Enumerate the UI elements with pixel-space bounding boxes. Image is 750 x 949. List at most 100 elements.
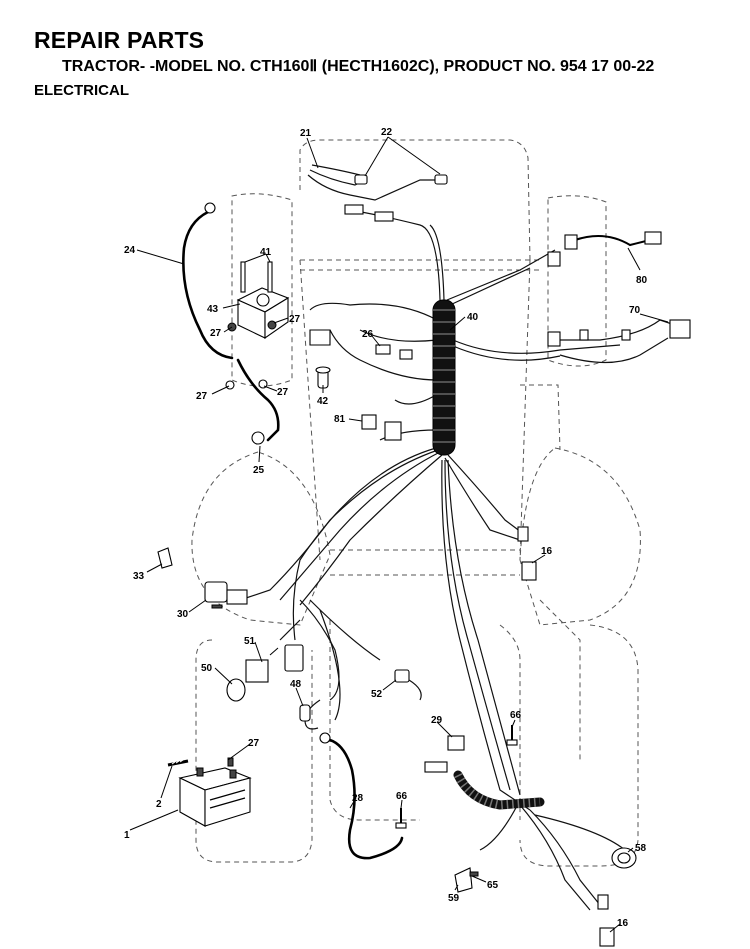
fuse-48 [299, 699, 321, 730]
engine-right-outline [499, 624, 521, 820]
callout-48: 48 [290, 679, 302, 690]
callout-28: 28 [352, 793, 364, 804]
callout-66: 66 [510, 710, 522, 721]
callout-40: 40 [467, 312, 479, 323]
callout-80: 80 [636, 275, 648, 286]
callout-33: 33 [133, 571, 145, 582]
connector [424, 761, 448, 773]
harness-branch-rear [441, 459, 531, 811]
callout-26: 26 [362, 329, 374, 340]
callout-51: 51 [244, 636, 256, 647]
callout-52: 52 [371, 689, 383, 700]
model-subtitle: TRACTOR- -MODEL NO. CTH160Ⅱ (HECTH1602C)… [62, 58, 655, 75]
callout-24: 24 [124, 245, 136, 256]
harness-branch-70 [452, 339, 621, 354]
battery-cable-24 [182, 210, 234, 360]
bolt-2 [167, 759, 189, 767]
connector [399, 349, 413, 360]
callout-27: 27 [196, 391, 208, 402]
section-heading: ELECTRICAL [34, 82, 129, 99]
callout-22: 22 [381, 127, 393, 138]
callout-81: 81 [334, 414, 346, 425]
nut-27 [225, 380, 235, 390]
ring-terminal [251, 431, 265, 445]
left-front-wheel-outline [195, 639, 313, 863]
callout-27: 27 [277, 387, 289, 398]
solenoid-43 [225, 261, 290, 390]
connector-plug [344, 204, 364, 215]
headlight-harness-21 [307, 164, 448, 222]
switch-29 [447, 735, 465, 751]
callout-41: 41 [260, 247, 272, 258]
left-frame-rail-outline [231, 193, 293, 387]
ground-cable-25 [236, 358, 280, 442]
callout-numbers: 21 22 24 41 43 27 27 27 27 80 70 40 26 4… [124, 127, 648, 929]
connector-plug [374, 211, 394, 222]
lower-convolute-tube [453, 770, 545, 810]
callout-42: 42 [317, 396, 329, 407]
bracket-59 [454, 867, 479, 893]
hood-outline [299, 139, 531, 261]
callout-2: 2 [156, 799, 162, 810]
harness-branch-solenoid [309, 302, 438, 321]
harness-branch-ignition [239, 449, 439, 601]
right-rear-wheel-outline [519, 447, 641, 626]
callout-27: 27 [289, 314, 301, 325]
callout-59: 59 [448, 893, 460, 904]
plug-52 [394, 669, 422, 701]
connector-80 [547, 231, 662, 267]
ignition-switch-30 [204, 581, 248, 609]
interlock-switch-16 [521, 561, 537, 581]
callout-29: 29 [431, 715, 443, 726]
callout-16: 16 [617, 918, 629, 929]
interlock-switch-16 [599, 927, 615, 947]
ring-terminal [204, 202, 216, 214]
bracket-33 [157, 547, 173, 569]
callout-50: 50 [201, 663, 213, 674]
headlight-bulb-22b [434, 174, 448, 185]
headlight-bulb-22a [354, 174, 368, 185]
battery-cable-28 [328, 738, 404, 860]
screw-66a [506, 725, 518, 746]
right-frame-rail-outline [547, 195, 607, 367]
right-front-wheel-outline [519, 624, 639, 867]
harness-branch-16 [444, 457, 521, 541]
ring-terminal [319, 732, 331, 744]
knob-50 [226, 678, 246, 702]
callout-66: 66 [396, 791, 408, 802]
callout-27: 27 [248, 738, 260, 749]
main-harness [239, 209, 626, 911]
callout-16: 16 [541, 546, 553, 557]
harness-branch-right [446, 249, 556, 301]
page-title: REPAIR PARTS [34, 27, 205, 53]
seat-switch-harness-70 [547, 319, 691, 364]
battery-1 [178, 767, 252, 827]
front-crossmember-outline [300, 259, 540, 271]
switch-51 [245, 644, 304, 683]
callout-25: 25 [253, 465, 265, 476]
rear-axle-outline [330, 549, 520, 576]
boot-42 [309, 329, 331, 389]
callout-30: 30 [177, 609, 189, 620]
callout-1: 1 [124, 830, 130, 841]
callout-21: 21 [300, 128, 312, 139]
connector [517, 526, 529, 542]
harness-branch-headlight [349, 209, 441, 301]
leader-lines [129, 136, 669, 933]
callout-27: 27 [210, 328, 222, 339]
callout-65: 65 [487, 880, 499, 891]
engine-deck-outline [329, 620, 420, 821]
steering-support-outline [539, 599, 581, 760]
connector [597, 894, 609, 910]
callout-58: 58 [635, 843, 647, 854]
callout-43: 43 [207, 304, 219, 315]
harness-convolute-tube [432, 299, 456, 456]
relay-81 [361, 414, 402, 441]
connector-26 [375, 344, 391, 355]
grommet-58 [611, 847, 637, 869]
left-rear-wheel-outline [191, 451, 331, 626]
callout-70: 70 [629, 305, 641, 316]
screw-66b [395, 808, 407, 829]
right-fender-outline [520, 384, 561, 451]
